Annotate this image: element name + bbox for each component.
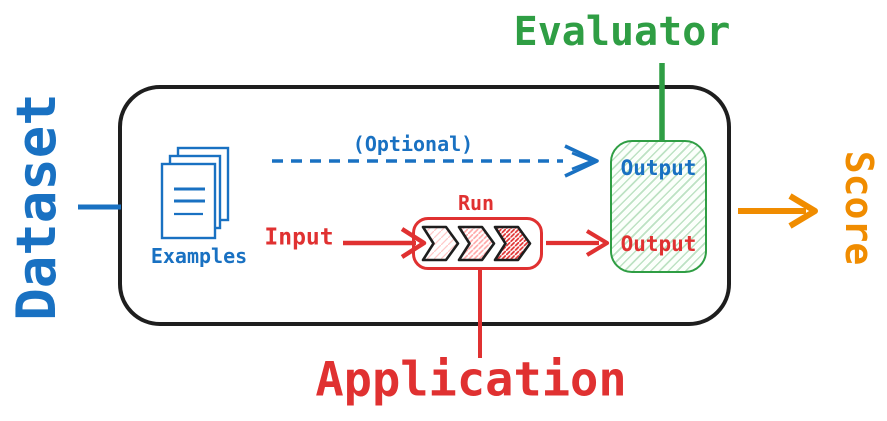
dataset-label: Dataset (5, 93, 68, 321)
optional-label: (Optional) (352, 132, 474, 156)
score-arrow (738, 193, 818, 229)
evaluator-label: Evaluator (513, 9, 731, 55)
run-label: Run (457, 191, 495, 215)
application-output-label: Output (620, 232, 697, 256)
score-label: Score (837, 150, 881, 266)
evaluator-output-box: Output Output (610, 140, 707, 273)
examples-label: Examples (150, 244, 248, 268)
application-label: Application (315, 352, 627, 408)
run-box (412, 217, 543, 270)
evaluator-output-label: Output (620, 156, 697, 180)
input-label: Input (264, 224, 334, 251)
